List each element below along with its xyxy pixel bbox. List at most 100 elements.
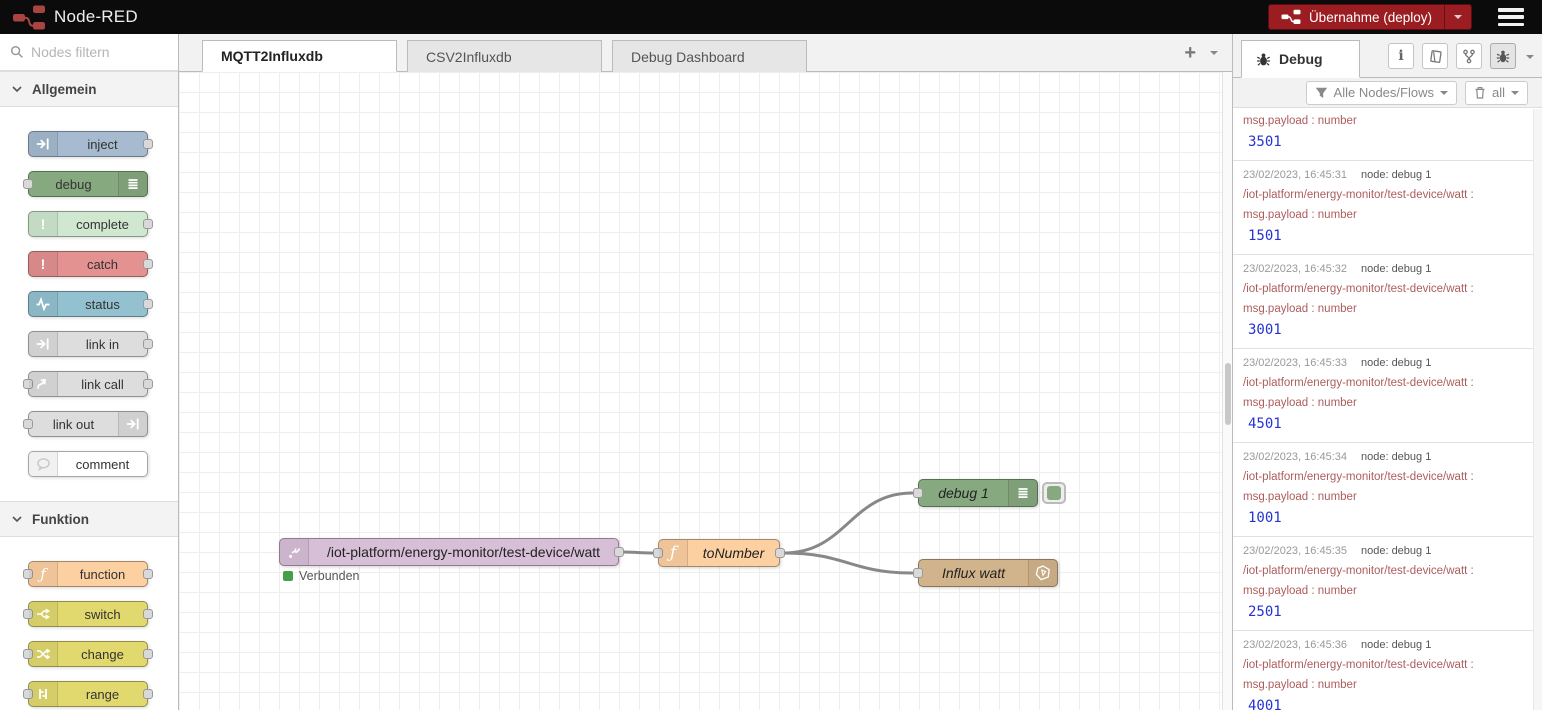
git-fork-icon[interactable]: [1456, 43, 1482, 69]
bug-icon: [1256, 52, 1271, 67]
input-port[interactable]: [913, 488, 923, 498]
pulse-icon: [29, 292, 58, 316]
output-port[interactable]: [143, 339, 153, 349]
palette-node-debug[interactable]: debug: [28, 171, 148, 197]
palette-node-function[interactable]: ƒ function: [28, 561, 148, 587]
palette-node-range[interactable]: range: [28, 681, 148, 707]
msg-node: node: debug 1: [1361, 357, 1431, 369]
flow-list-chevron-icon[interactable]: [1210, 51, 1218, 59]
msg-value[interactable]: 2501: [1243, 604, 1526, 620]
msg-property: msg.payload : number: [1243, 585, 1526, 597]
debug-enable-toggle[interactable]: [1042, 482, 1066, 504]
output-port[interactable]: [143, 379, 153, 389]
palette-section-allgemein[interactable]: Allgemein: [0, 71, 178, 107]
output-port[interactable]: [143, 569, 153, 579]
main-menu-button[interactable]: [1498, 8, 1524, 26]
flow-node-mqtt-in[interactable]: /iot-platform/energy-monitor/test-device…: [279, 538, 619, 566]
msg-value[interactable]: 1001: [1243, 510, 1526, 526]
debug-message-list[interactable]: msg.payload : number 3501 23/02/2023, 16…: [1233, 109, 1542, 710]
deploy-button[interactable]: Übernahme (deploy): [1268, 4, 1472, 30]
chevron-down-icon: [12, 516, 22, 523]
palette-node-link-call[interactable]: link call: [28, 371, 148, 397]
tab-mqtt2influxdb[interactable]: MQTT2Influxdb: [202, 40, 397, 72]
msg-timestamp: 23/02/2023, 16:45:33: [1243, 357, 1347, 369]
flow-node-debug1[interactable]: debug 1: [918, 479, 1038, 507]
input-port[interactable]: [23, 179, 33, 189]
scrollbar-thumb[interactable]: [1225, 363, 1231, 425]
output-port[interactable]: [143, 609, 153, 619]
link-arrow-icon: [29, 332, 58, 356]
wire-function-to-debug[interactable]: [784, 493, 912, 553]
output-port[interactable]: [143, 219, 153, 229]
palette-node-link-out[interactable]: link out: [28, 411, 148, 437]
funnel-filter-icon: [1315, 87, 1328, 99]
msg-meta: 23/02/2023, 16:45:33 node: debug 1: [1243, 357, 1526, 369]
palette-search[interactable]: [0, 34, 178, 71]
debug-message[interactable]: 23/02/2023, 16:45:32node: debug 1 /iot-p…: [1233, 255, 1542, 349]
output-port[interactable]: [143, 649, 153, 659]
output-port[interactable]: [614, 547, 624, 557]
add-flow-button[interactable]: +: [1184, 43, 1196, 63]
output-port[interactable]: [775, 548, 785, 558]
msg-meta: 23/02/2023, 16:45:32node: debug 1: [1243, 263, 1526, 275]
debug-message[interactable]: 23/02/2023, 16:45:35node: debug 1 /iot-p…: [1233, 537, 1542, 631]
msg-topic: /iot-platform/energy-monitor/test-device…: [1243, 377, 1526, 389]
tab-csv2influxdb[interactable]: CSV2Influxdb: [407, 40, 602, 72]
msg-timestamp: 23/02/2023, 16:45:35: [1243, 545, 1347, 557]
deploy-options-button[interactable]: [1444, 5, 1471, 29]
palette-node-comment[interactable]: comment: [28, 451, 148, 477]
debug-tab-button-bug-icon[interactable]: [1490, 43, 1516, 69]
msg-value[interactable]: 3501: [1243, 134, 1526, 150]
deploy-button-main[interactable]: Übernahme (deploy): [1269, 9, 1444, 25]
palette-node-inject[interactable]: inject: [28, 131, 148, 157]
debug-toolbar: Alle Nodes/Flows all: [1233, 78, 1542, 108]
exclamation-icon: !: [29, 252, 58, 276]
output-port[interactable]: [143, 139, 153, 149]
debug-list-scrollbar[interactable]: [1533, 109, 1542, 710]
palette-node-switch[interactable]: switch: [28, 601, 148, 627]
output-port[interactable]: [143, 689, 153, 699]
msg-topic: /iot-platform/energy-monitor/test-device…: [1243, 471, 1526, 483]
msg-timestamp: 23/02/2023, 16:45:36: [1243, 639, 1347, 651]
debug-message[interactable]: 23/02/2023, 16:45:31node: debug 1 /iot-p…: [1233, 161, 1542, 255]
switch-icon: [29, 602, 58, 626]
palette-node-change[interactable]: change: [28, 641, 148, 667]
debug-message[interactable]: msg.payload : number 3501: [1233, 109, 1542, 161]
palette-node-link-in[interactable]: link in: [28, 331, 148, 357]
flow-canvas[interactable]: /iot-platform/energy-monitor/test-device…: [179, 72, 1222, 710]
wire-mqtt-to-function[interactable]: [622, 552, 654, 553]
output-port[interactable]: [143, 299, 153, 309]
debug-filter-button[interactable]: Alle Nodes/Flows: [1306, 81, 1457, 105]
help-book-icon[interactable]: [1422, 43, 1448, 69]
debug-clear-button[interactable]: all: [1465, 81, 1528, 105]
brand-title: Node-RED: [54, 7, 138, 27]
msg-value[interactable]: 1501: [1243, 228, 1526, 244]
palette-node-status[interactable]: status: [28, 291, 148, 317]
debug-message[interactable]: 23/02/2023, 16:45:33 node: debug 1 /iot-p…: [1233, 349, 1542, 443]
change-shuffle-icon: [29, 642, 58, 666]
palette-node-complete[interactable]: ! complete: [28, 211, 148, 237]
palette-search-input[interactable]: [31, 44, 161, 60]
info-tab-button[interactable]: i: [1388, 43, 1414, 69]
flow-node-influx-watt[interactable]: Influx watt: [918, 559, 1058, 587]
sidebar-tab-debug[interactable]: Debug: [1241, 40, 1360, 78]
input-port[interactable]: [913, 568, 923, 578]
palette-section-funktion[interactable]: Funktion: [0, 501, 178, 537]
msg-value[interactable]: 4501: [1243, 416, 1526, 432]
wire-function-to-influx[interactable]: [784, 553, 912, 573]
tab-debug-dashboard[interactable]: Debug Dashboard: [612, 40, 807, 72]
msg-meta: 23/02/2023, 16:45:31node: debug 1: [1243, 169, 1526, 181]
msg-value[interactable]: 3001: [1243, 322, 1526, 338]
output-port[interactable]: [143, 259, 153, 269]
exclamation-icon: !: [29, 212, 58, 236]
input-port[interactable]: [23, 419, 33, 429]
tab-label: MQTT2Influxdb: [221, 48, 323, 64]
deploy-icon: [1281, 9, 1301, 25]
canvas-vertical-scrollbar[interactable]: [1222, 72, 1232, 710]
msg-value[interactable]: 4001: [1243, 698, 1526, 710]
palette-node-catch[interactable]: ! catch: [28, 251, 148, 277]
flow-node-tonumber[interactable]: ƒ toNumber: [658, 539, 780, 567]
sidebar-expand-chevron-icon[interactable]: [1526, 51, 1534, 77]
debug-message[interactable]: 23/02/2023, 16:45:36node: debug 1 /iot-p…: [1233, 631, 1542, 710]
debug-message[interactable]: 23/02/2023, 16:45:34node: debug 1 /iot-p…: [1233, 443, 1542, 537]
